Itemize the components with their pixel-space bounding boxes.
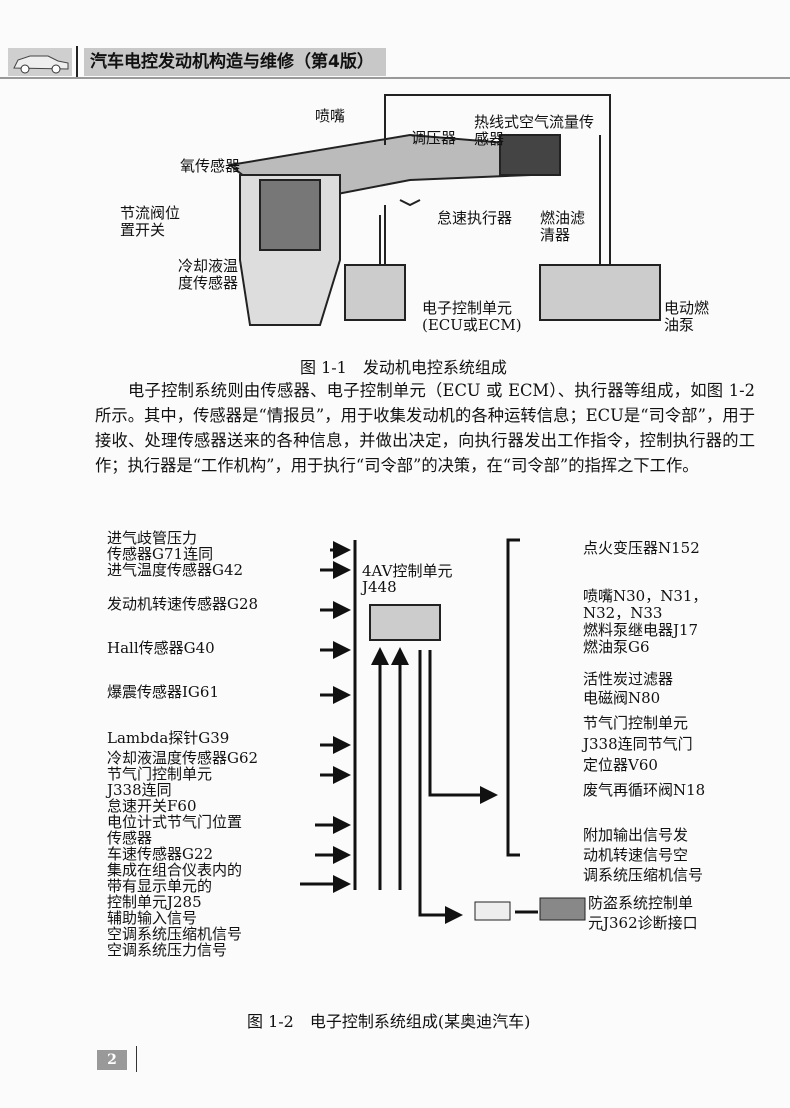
input-label: 进气歧管压力 (107, 529, 198, 547)
body-paragraph: 电子控制系统则由传感器、电子控制单元（ECU 或 ECM）、执行器等组成，如图 … (95, 381, 755, 475)
label-fuel-pump: 电动燃油泵 (664, 299, 710, 334)
input-label: 传感器 (107, 829, 153, 847)
output-line: 防盗系统控制单 (588, 894, 694, 912)
label-coolant-sensor: 冷却液温度传感器 (178, 257, 239, 292)
input-label: 空调系统压缩机信号 (107, 925, 243, 943)
header-divider (76, 46, 78, 78)
label-idle-actuator: 怠速执行器 (437, 209, 513, 227)
control-unit-icon (369, 604, 441, 641)
output-ignition: 点火变压器N152 (583, 539, 700, 557)
output-immobilizer: 防盗系统控制单 元J362诊断接口 (588, 893, 698, 933)
output-line: 调系统压缩机信号 (583, 866, 704, 884)
page-number-divider (136, 1046, 137, 1072)
input-label: 发动机转速传感器G28 (107, 595, 259, 613)
output-line: 电磁阀N80 (583, 689, 661, 707)
input-label: 怠速开关F60 (107, 797, 197, 815)
engine-system-diagram (227, 94, 661, 326)
label-fuel-filter: 燃油滤清器 (540, 209, 586, 244)
label-nozzle: 喷嘴 (315, 107, 346, 125)
output-line: 燃油泵G6 (583, 638, 650, 656)
input-label: 电位计式节气门位置 (107, 813, 243, 831)
input-label: 空调系统压力信号 (107, 941, 228, 959)
input-label: 传感器G71连同 (107, 545, 214, 563)
output-line: 动机转速信号空 (583, 846, 689, 864)
header-rule (0, 77, 790, 79)
figure2-caption: 图 1-2 电子控制系统组成(某奥迪汽车) (247, 1012, 531, 1031)
output-line: 活性炭过滤器 (583, 670, 674, 688)
output-line: 节气门控制单元 (583, 714, 689, 732)
input-label: 节气门控制单元 (107, 765, 213, 783)
input-label: 辅助输入信号 (107, 909, 198, 927)
control-unit-id: J448 (362, 578, 397, 596)
output-line: 附加输出信号发 (583, 826, 689, 844)
label-ecu: 电子控制单元(ECU或ECM) (422, 299, 522, 334)
input-label: 车速传感器G22 (107, 845, 214, 863)
page-number: 2 (97, 1050, 127, 1070)
output-line: 燃料泵继电器J17 (583, 621, 699, 639)
control-unit-label: 4AV控制单元 J448 (362, 563, 452, 595)
book-title: 汽车电控发动机构造与维修（第4版） (84, 48, 386, 76)
signal-flow-diagram (300, 538, 586, 924)
output-canister: 活性炭过滤器 电磁阀N80 (583, 670, 673, 708)
figure1-caption: 图 1-1 发动机电控系统组成 (300, 358, 507, 377)
input-label: 爆震传感器IG61 (107, 683, 219, 701)
label-throttle-switch: 节流阀位置开关 (120, 204, 181, 239)
car-logo-icon (8, 48, 72, 76)
input-labels: 进气歧管压力 传感器G71连同 进气温度传感器G42 发动机转速传感器G28 H… (107, 530, 258, 958)
output-egr: 废气再循环阀N18 (583, 781, 706, 799)
control-unit-name: 4AV控制单元 (362, 562, 453, 580)
output-line: 喷嘴N30，N31， (583, 587, 708, 605)
label-regulator: 调压器 (411, 129, 457, 147)
output-injectors-pump: 喷嘴N30，N31， N32，N33 燃料泵继电器J17 燃油泵G6 (583, 588, 707, 656)
output-line: N32，N33 (583, 604, 663, 622)
input-label: 控制单元J285 (107, 893, 202, 911)
output-throttle: 节气门控制单元 J338连同节气门 定位器V60 (583, 713, 693, 776)
label-maf-sensor: 热线式空气流量传感器 (474, 113, 595, 148)
output-line: J338连同节气门 (583, 735, 693, 753)
input-label: 进气温度传感器G42 (107, 561, 244, 579)
input-label: 带有显示单元的 (107, 877, 213, 895)
input-label: 冷却液温度传感器G62 (107, 749, 259, 767)
label-o2-sensor: 氧传感器 (180, 157, 241, 175)
input-label: Hall传感器G40 (107, 639, 215, 657)
input-label: Lambda探针G39 (107, 729, 230, 747)
output-line: 定位器V60 (583, 756, 658, 774)
output-line: 元J362诊断接口 (588, 914, 698, 932)
input-label: 集成在组合仪表内的 (107, 861, 243, 879)
output-extra: 附加输出信号发 动机转速信号空 调系统压缩机信号 (583, 825, 703, 885)
input-label: J338连同 (107, 781, 172, 799)
